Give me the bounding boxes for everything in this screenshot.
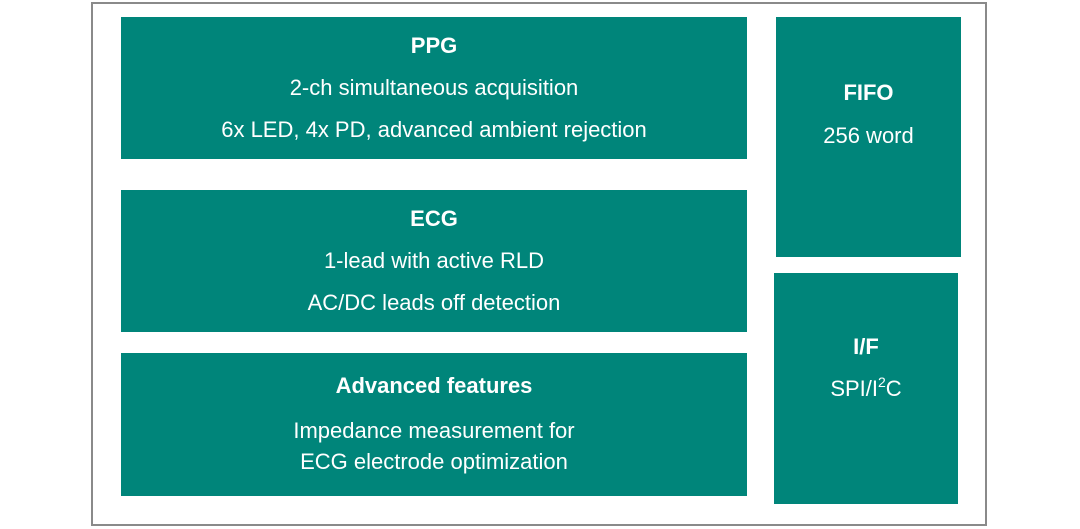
interface-line-1: SPI/I2C [774,373,958,402]
ecg-title: ECG [410,206,458,231]
ppg-line-1: 2-ch simultaneous acquisition [289,75,579,100]
ppg-title: PPG [410,33,458,58]
ppg-block: PPG 2-ch simultaneous acquisition 6x LED… [121,17,747,159]
interface-line-1-suffix: C [885,376,902,401]
interface-block: I/F SPI/I2C [774,273,958,504]
ecg-block: ECG 1-lead with active RLD AC/DC leads o… [121,190,747,332]
interface-title: I/F [853,334,879,359]
ecg-line-1: 1-lead with active RLD [323,248,545,273]
fifo-block: FIFO 256 word [776,17,961,257]
advanced-features-block: Advanced features Impedance measurement … [121,353,747,496]
advanced-features-line-1: Impedance measurement for [293,418,575,443]
ppg-line-2: 6x LED, 4x PD, advanced ambient rejectio… [221,117,647,142]
interface-line-1-prefix: SPI/I [830,376,878,401]
advanced-features-line-2: ECG electrode optimization [300,449,568,474]
fifo-line-1: 256 word [823,123,914,148]
fifo-title: FIFO [843,80,894,105]
advanced-features-title: Advanced features [335,373,533,398]
ecg-line-2: AC/DC leads off detection [307,290,561,315]
interface-line-1-superscript: 2 [878,373,886,390]
